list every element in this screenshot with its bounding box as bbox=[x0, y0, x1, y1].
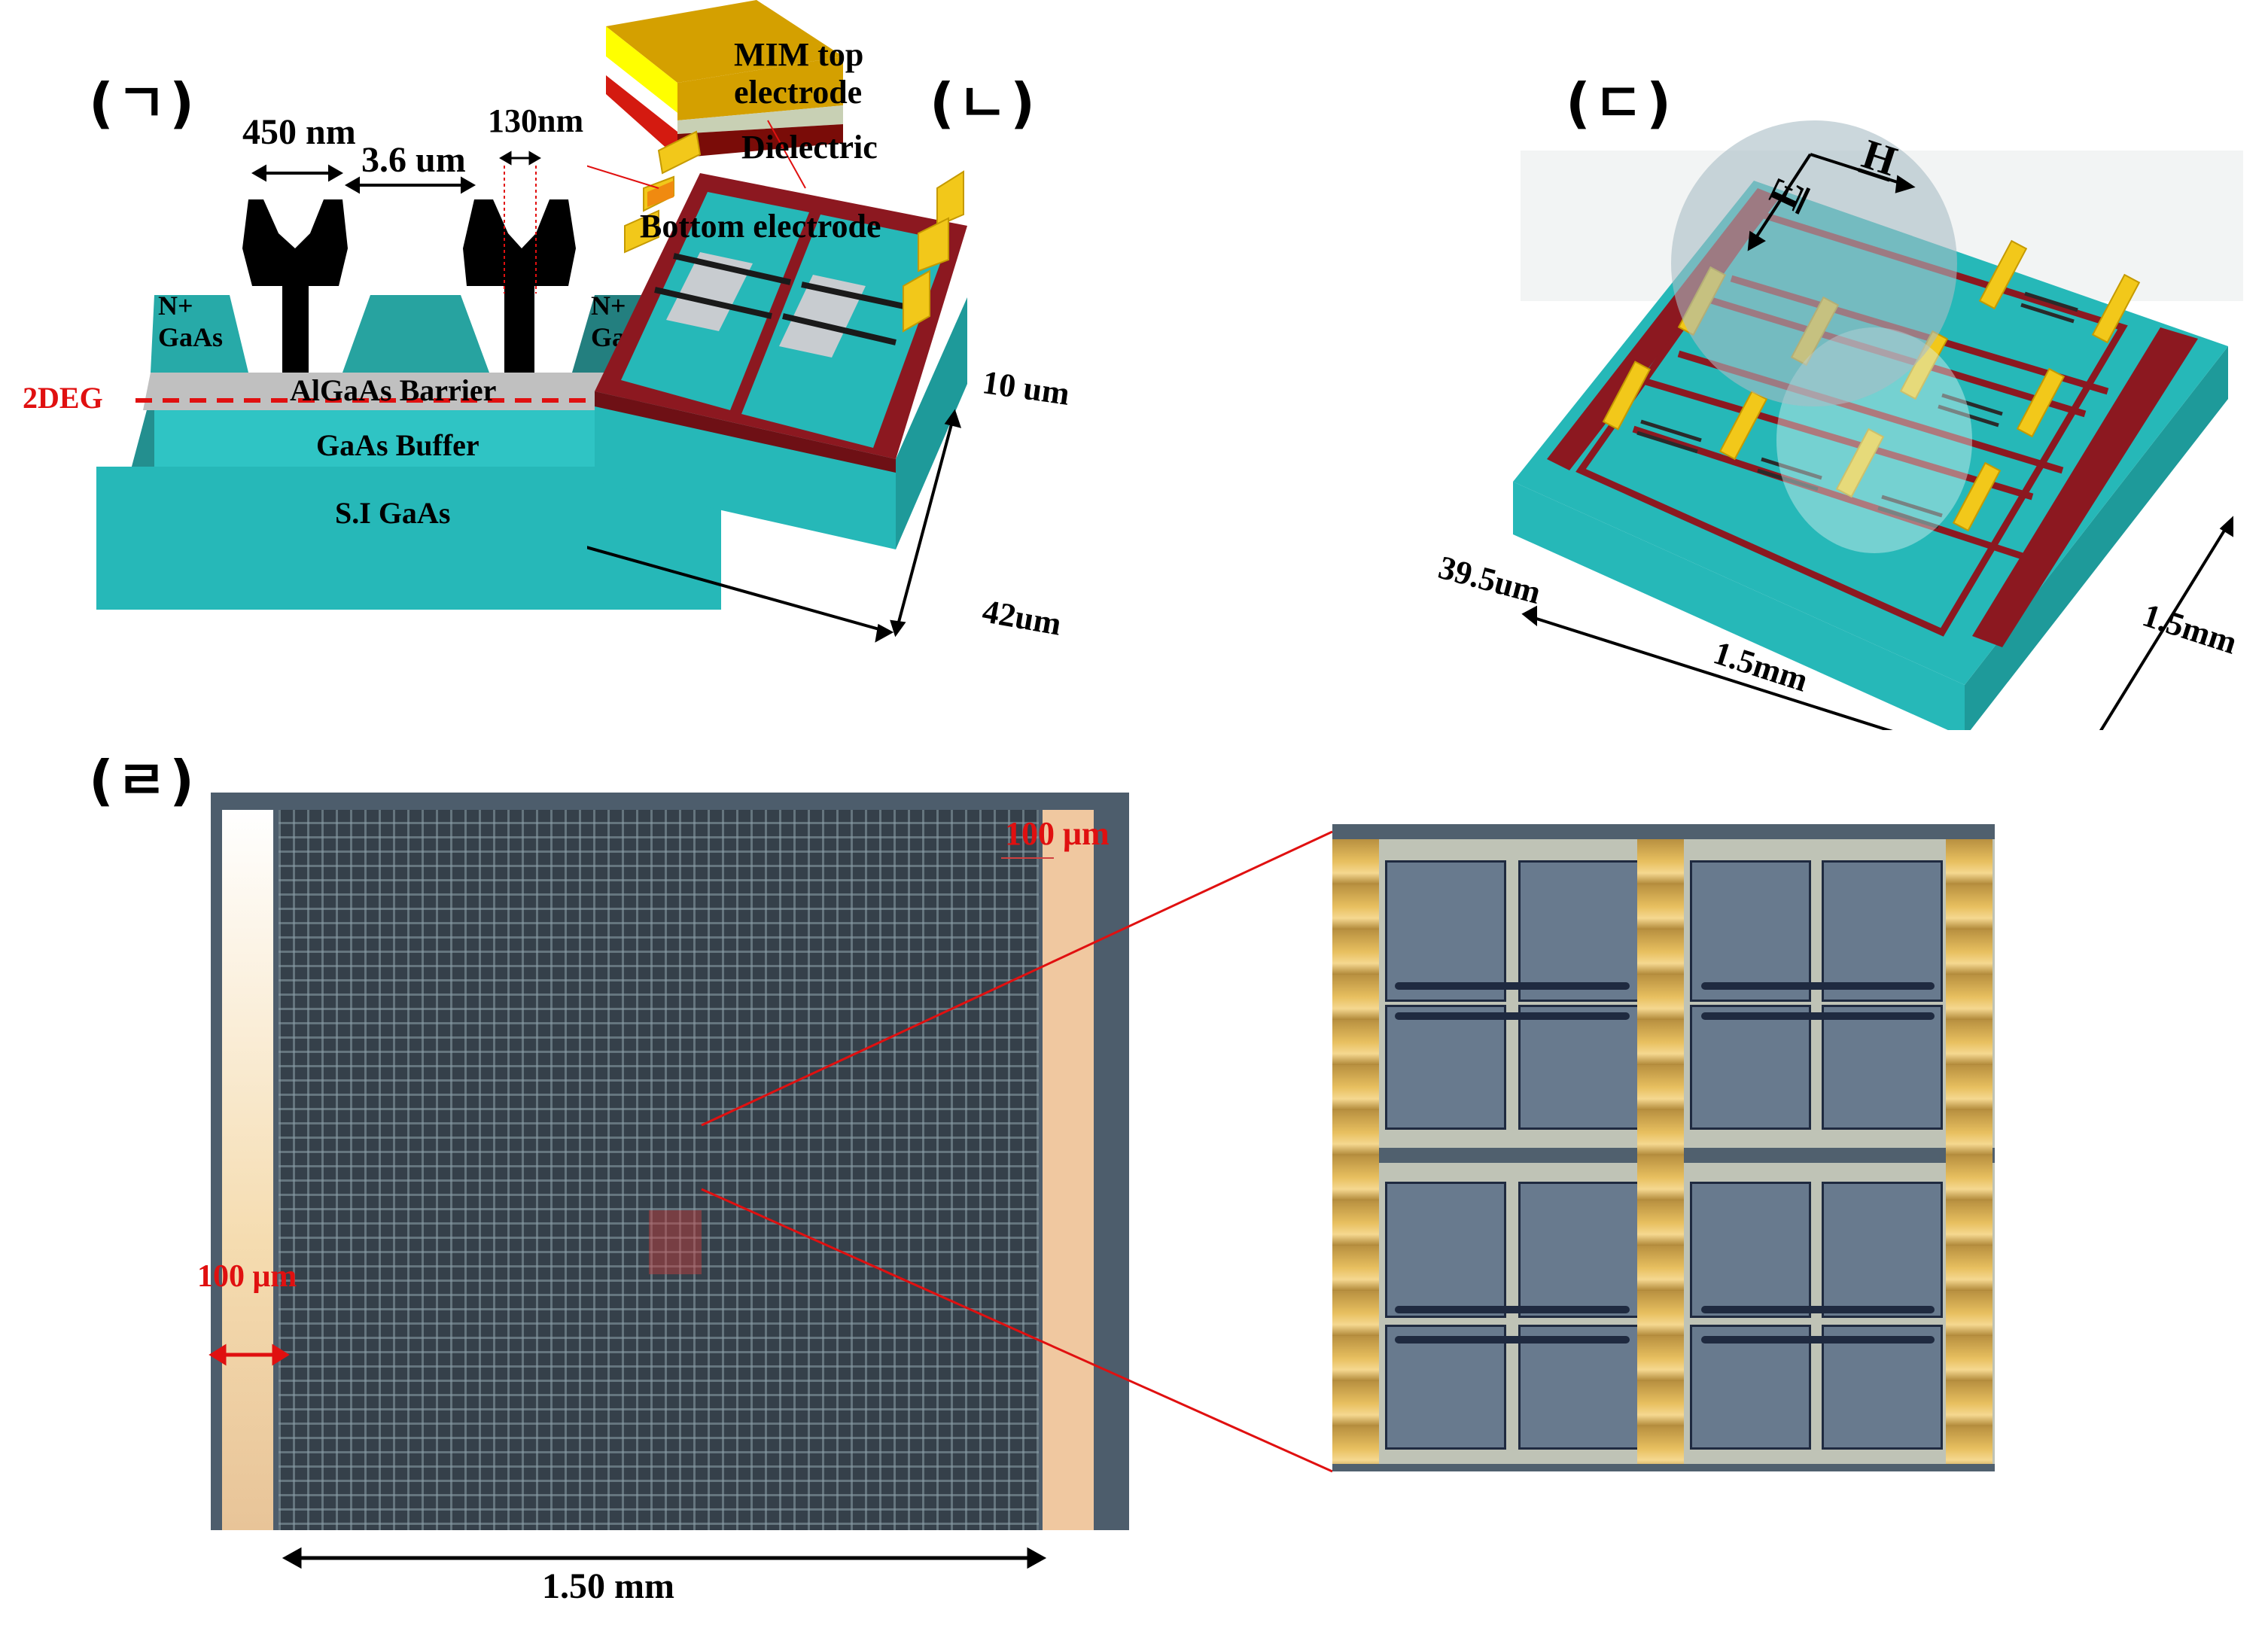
array-dipoles bbox=[1636, 291, 2078, 529]
eh-arrows bbox=[1747, 153, 1916, 251]
inset-pad-col-1 bbox=[1332, 839, 1379, 1464]
substrate-layer bbox=[96, 467, 721, 610]
scale-label-right: 100 μm bbox=[1005, 815, 1110, 852]
dim-arrow-450nm bbox=[251, 164, 344, 182]
dielectric-label: Dielectric bbox=[741, 129, 878, 166]
dim-arrow-1-50mm bbox=[282, 1547, 1047, 1569]
buffer-layer bbox=[132, 410, 689, 467]
n-plus-left-label: N+ GaAs bbox=[158, 290, 223, 353]
magnified-inset bbox=[1332, 824, 1995, 1471]
chip-micrograph bbox=[211, 793, 1129, 1530]
mim-highlight bbox=[647, 181, 674, 207]
width-label-1-50mm: 1.50 mm bbox=[542, 1566, 674, 1606]
dim-arrow-130nm bbox=[499, 151, 541, 166]
panel-label-c: (ㄷ) bbox=[1566, 72, 1675, 135]
array-base-side bbox=[1965, 346, 2228, 730]
inset-dipoles bbox=[1395, 982, 1935, 1343]
beam-spot bbox=[1671, 120, 1957, 406]
inset-pad-col-2 bbox=[1637, 839, 1684, 1464]
unit-cell-3d bbox=[587, 0, 967, 643]
dim-arrow-39-5um bbox=[890, 409, 962, 638]
dim-label-450nm: 450 nm bbox=[242, 112, 356, 152]
center-mesa bbox=[342, 295, 489, 373]
chip-base-side bbox=[896, 297, 967, 549]
zoom-region-highlight bbox=[649, 1210, 702, 1274]
panel-label-d: (ㄹ) bbox=[89, 749, 198, 812]
bottom-electrode-label: Bottom electrode bbox=[640, 208, 881, 245]
array-base-front bbox=[1513, 482, 1965, 730]
n-plus-left bbox=[151, 295, 248, 373]
left-bus-bar bbox=[222, 810, 273, 1530]
2deg-label: 2DEG bbox=[23, 381, 103, 415]
mim-top-line1: MIM top bbox=[734, 36, 864, 73]
chip-base-front bbox=[595, 391, 896, 549]
mim-top-label: MIM top electrode bbox=[734, 36, 863, 111]
gate-right bbox=[463, 199, 576, 373]
panel-label-b: (ㄴ) bbox=[930, 72, 1039, 135]
gaas-text: GaAs bbox=[158, 322, 224, 352]
buffer-label: GaAs Buffer bbox=[316, 428, 479, 462]
n-plus-text: N+ bbox=[591, 291, 626, 321]
n-plus-text: N+ bbox=[158, 291, 193, 321]
right-bus-bar bbox=[1043, 810, 1094, 1530]
gate-left bbox=[242, 199, 348, 373]
inset-pad-col-3 bbox=[1946, 839, 1992, 1464]
dim-arrow-3-6um bbox=[344, 176, 476, 194]
gold-pads-right bbox=[903, 170, 964, 333]
panel-label-a: (ㄱ) bbox=[89, 72, 198, 135]
scale-label-left: 100 μm bbox=[197, 1259, 297, 1294]
dim-arrow-1-5mm-depth bbox=[2099, 516, 2233, 730]
dim-arrow-42um bbox=[587, 546, 894, 643]
barrier-label: AlGaAs Barrier bbox=[290, 373, 497, 407]
substrate-label: S.I GaAs bbox=[335, 496, 451, 530]
mim-top-line2: electrode bbox=[734, 74, 863, 111]
dim-label-130nm: 130nm bbox=[488, 102, 584, 139]
dim-label-3-6um: 3.6 um bbox=[361, 140, 466, 180]
mim-block bbox=[606, 0, 843, 158]
dim-arrow-1-5mm-width bbox=[1521, 605, 1893, 730]
metasurface-array-3d bbox=[1513, 120, 2243, 730]
unit-cell-grid bbox=[279, 810, 1039, 1530]
